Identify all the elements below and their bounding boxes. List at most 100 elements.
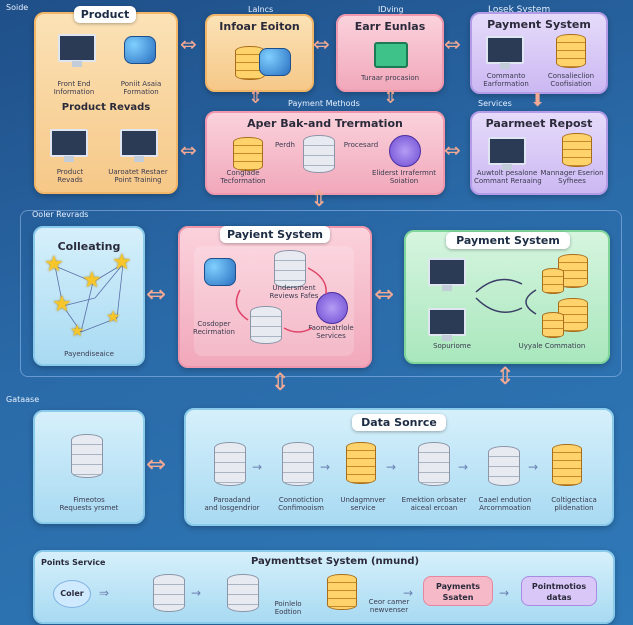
database-icon — [227, 574, 259, 612]
coin-stack-icon — [542, 268, 564, 294]
database-icon — [303, 135, 335, 173]
bidirectional-arrow-icon: ⇔ — [444, 138, 461, 162]
earr-panel: Earr Eunlas Turaar procasion — [336, 14, 444, 92]
section-label-services: Services — [478, 99, 512, 108]
bottom-label1: Poinlelo Eodtion — [274, 600, 302, 616]
service-badge-icon — [389, 135, 421, 167]
monitor-icon — [58, 34, 96, 67]
star-icon: ★ — [106, 307, 121, 326]
database-icon — [282, 442, 314, 486]
coins-icon — [204, 258, 236, 286]
payment-mid-item2: Cosdoper Recirmation — [193, 320, 235, 336]
coin-stack-icon — [552, 444, 582, 486]
aper-item2: Eliderst Irrafermnt Soiation — [371, 169, 437, 185]
section-label-idving: IDving — [378, 5, 404, 14]
aper-left-label: Perdh — [275, 141, 295, 149]
earr-title: Earr Eunlas — [354, 20, 426, 33]
data-source-title: Data Sonrce — [352, 414, 446, 431]
monitor-icon — [488, 137, 526, 170]
bidirectional-arrow-icon: ⇔ — [374, 280, 395, 308]
bidirectional-arrow-icon: ⇔ — [146, 280, 167, 308]
flow-arrow-icon: → — [320, 460, 331, 474]
infoar-panel: Infoar Eoiton — [205, 14, 314, 92]
pointmotios-pill[interactable]: Pointmotios datas — [521, 576, 597, 606]
product-title: Product — [74, 6, 136, 23]
product-item-poniit: Poniit Asaia Formation — [120, 80, 162, 96]
aper-panel: Aper Bak-and Trermation Perdh Procesard … — [205, 111, 445, 195]
down-arrow-icon: ⬇ — [530, 90, 546, 111]
database-icon — [418, 442, 450, 486]
monitor-icon — [120, 129, 158, 162]
infoar-title: Infoar Eoiton — [219, 20, 300, 33]
flow-arrow-icon: ⇒ — [99, 586, 110, 600]
payment-top-item2: Consalieclion Coofisiation — [547, 72, 595, 88]
payment-system-green-panel: Payment System Sopuriome Uyyale Commatio… — [404, 230, 610, 364]
payment-top-item1: Commanto Earformation — [483, 72, 529, 88]
bidirectional-arrow-icon: ⇔ — [180, 32, 197, 56]
data-source-item2: Connotiction Confimooism — [278, 496, 324, 512]
data-source-item6: Coltigectiaca plidenation — [551, 496, 597, 512]
parmeet-title: Paarmeet Repost — [485, 117, 593, 130]
payment-system-top-panel: Payment System Commanto Earformation Con… — [470, 12, 608, 94]
section-label-payment-methods: Payment Methods — [288, 99, 360, 108]
service-badge-icon — [316, 292, 348, 324]
bidirectional-arrow-icon: ⇔ — [146, 450, 167, 478]
payment-system-mid-panel: Payient System Undersment Reviews Fafes … — [178, 226, 372, 368]
bidirectional-arrow-icon: ⇔ — [180, 138, 197, 162]
section-label-gataase: Gataase — [6, 395, 40, 404]
bidirectional-arrow-icon: ⇔ — [313, 32, 330, 56]
vertical-arrow-icon: ⇕ — [495, 362, 516, 390]
payment-system-top-title: Payment System — [487, 18, 591, 31]
bottom-label2: Ceor camer newvenser — [368, 598, 410, 614]
data-source-panel: Data Sonrce → → → → → Paroadand and Iosg… — [184, 408, 614, 526]
data-source-item0: Fimeotos Requests yrsmet — [59, 496, 119, 512]
coler-pill[interactable]: Coler — [53, 580, 91, 608]
coins-icon — [259, 48, 291, 76]
database-icon — [153, 574, 185, 612]
payments-system-pill[interactable]: Payments Ssaten — [423, 576, 493, 606]
earr-caption: Turaar procasion — [360, 74, 420, 82]
flow-arrow-icon: → — [458, 460, 469, 474]
star-icon: ★ — [82, 268, 102, 293]
data-source-item5: Caael endution Arcornmoation — [478, 496, 532, 512]
vertical-arrow-icon: ⇕ — [383, 87, 399, 108]
flow-arrow-icon: → — [252, 460, 263, 474]
section-label-top: Soide — [6, 3, 29, 12]
product-item-front-end: Front End Information — [53, 80, 95, 96]
database-icon — [214, 442, 246, 486]
star-icon: ★ — [112, 250, 132, 275]
payment-mid-item3: Faomeatrlole Services — [308, 324, 354, 340]
database-icon — [274, 250, 306, 288]
star-network-lines — [54, 263, 124, 333]
payment-green-item1: Sopuriome — [433, 342, 471, 350]
cycle-arrows — [235, 267, 327, 333]
monitor-icon — [428, 308, 466, 341]
vertical-arrow-icon: ⇕ — [310, 187, 329, 212]
product-item-uaroatet: Uaroatet Restaer Point Training — [108, 168, 168, 184]
colleating-title: Colleating — [57, 240, 121, 253]
product-panel: Product Front End Information Poniit Asa… — [34, 6, 178, 194]
flow-arrow-icon: → — [191, 586, 202, 600]
parmeet-panel: Paarmeet Repost Auwtolt pesalone Commant… — [470, 111, 608, 195]
star-icon: ★ — [70, 321, 85, 340]
coin-stack-icon — [562, 133, 592, 167]
monitor-icon — [50, 129, 88, 162]
product-item-revads: Product Revads — [56, 168, 84, 184]
exchange-arrows — [475, 278, 537, 315]
aper-item1: Conglade Tecformation — [220, 169, 266, 185]
product-revads-heading: Product Revads — [61, 102, 151, 113]
star-icon: ★ — [52, 292, 72, 317]
data-source-item4: Emektion orbsater aiceal ercoan — [401, 496, 467, 512]
middle-frame — [20, 210, 622, 377]
vertical-arrow-icon: ⇕ — [248, 87, 264, 108]
coin-stack-icon — [556, 34, 586, 68]
payment-system-mid-title: Payient System — [220, 226, 330, 243]
coins-icon — [124, 36, 156, 64]
parmeet-item1: Auwtolt pesalone Commant Reraaing — [474, 169, 542, 185]
check-card-icon — [374, 42, 408, 68]
requests-panel: Fimeotos Requests yrsmet — [33, 410, 145, 524]
bottom-system-title: Paymenttset System (nmund) — [250, 556, 420, 567]
database-icon — [250, 306, 282, 344]
data-source-item3: Undagmnver service — [340, 496, 386, 512]
database-icon — [71, 434, 103, 478]
